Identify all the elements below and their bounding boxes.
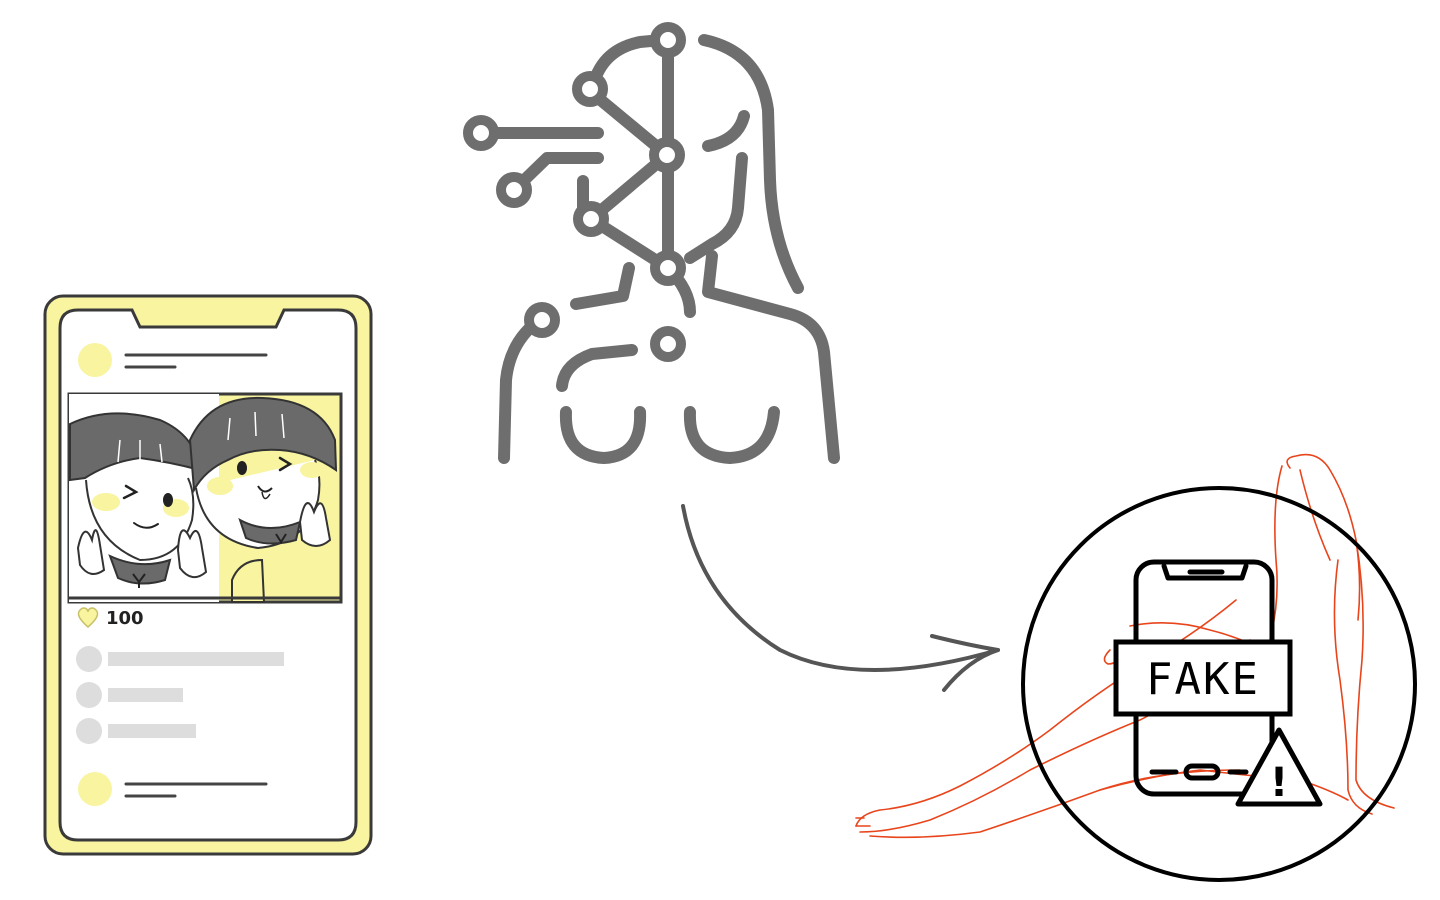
- warning-icon: !: [1235, 727, 1323, 807]
- ai-network-nodes: [463, 22, 686, 362]
- avatar: [78, 772, 112, 806]
- comment-line: [108, 724, 196, 738]
- ai-neural-network-woman-icon: [477, 34, 840, 464]
- phone-social-post: 100: [43, 294, 373, 856]
- comment-avatar: [76, 718, 102, 744]
- warning-symbol: !: [1270, 760, 1288, 806]
- curved-arrow-icon: [681, 504, 1000, 692]
- result-circle: [1021, 486, 1417, 882]
- likes-count: 100: [106, 608, 144, 629]
- post-photo: [67, 392, 343, 604]
- avatar: [78, 343, 112, 377]
- heart-icon[interactable]: [77, 607, 99, 628]
- comment-list: [76, 646, 284, 744]
- comment-line: [108, 652, 284, 666]
- comment-avatar: [76, 682, 102, 708]
- fake-label: FAKE: [1146, 654, 1260, 705]
- comment-line: [108, 688, 183, 702]
- comment-avatar: [76, 646, 102, 672]
- fake-result-badge: FAKE !: [1021, 486, 1417, 882]
- fake-label-box: [1113, 639, 1293, 717]
